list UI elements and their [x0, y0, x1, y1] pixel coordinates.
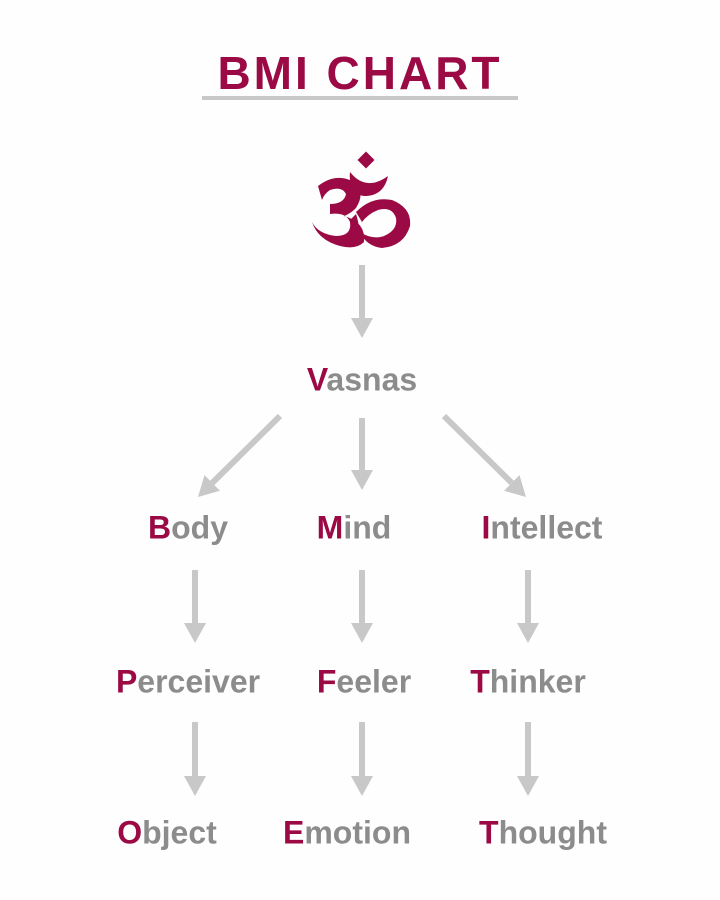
- node-initial: T: [470, 663, 490, 700]
- node-intellect: Intellect: [482, 510, 603, 547]
- node-initial: I: [481, 509, 491, 546]
- node-initial: B: [148, 509, 172, 546]
- arrow-icon: [517, 722, 539, 796]
- node-initial: T: [479, 814, 499, 851]
- node-body: Body: [148, 510, 228, 547]
- node-rest: hinker: [489, 663, 586, 700]
- node-rest: ntellect: [490, 509, 603, 546]
- arrow-icon: [351, 722, 373, 796]
- arrow-icon: [517, 570, 539, 643]
- node-rest: bject: [142, 814, 217, 851]
- node-mind: Mind: [317, 510, 392, 547]
- node-rest: ind: [343, 509, 392, 546]
- arrow-icon: [441, 413, 526, 497]
- arrow-icon: [198, 413, 283, 497]
- node-thought: Thought: [479, 815, 607, 852]
- node-thinker: Thinker: [470, 664, 586, 701]
- node-rest: ody: [171, 509, 228, 546]
- node-initial: E: [283, 814, 305, 851]
- chart-title: BMI CHART: [217, 47, 503, 99]
- node-rest: motion: [304, 814, 411, 851]
- arrow-icon: [351, 418, 373, 490]
- node-rest: hought: [498, 814, 607, 851]
- node-object: Object: [117, 815, 217, 852]
- title-underline: [202, 96, 518, 100]
- node-feeler: Feeler: [317, 664, 411, 701]
- node-rest: asnas: [326, 361, 418, 398]
- arrow-icon: [351, 570, 373, 643]
- arrow-icon: [184, 722, 206, 796]
- node-initial: M: [316, 509, 344, 546]
- arrow-icon: [184, 570, 206, 643]
- node-rest: erceiver: [137, 663, 261, 700]
- node-initial: O: [117, 814, 143, 851]
- node-rest: eeler: [336, 663, 412, 700]
- node-initial: P: [115, 663, 138, 700]
- arrow-icon: [351, 265, 373, 338]
- node-perceiver: Perceiver: [116, 664, 260, 701]
- node-initial: F: [316, 663, 337, 700]
- node-emotion: Emotion: [283, 815, 411, 852]
- node-vasnas: Vasnas: [307, 362, 417, 399]
- node-initial: V: [306, 361, 327, 398]
